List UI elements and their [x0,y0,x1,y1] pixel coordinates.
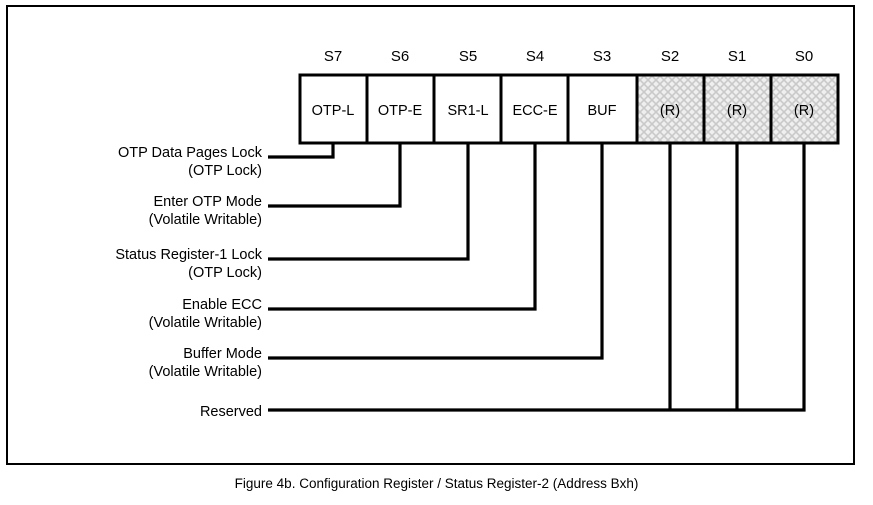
description-s4-line2: (Volatile Writable) [149,315,262,331]
register-cell-group [298,73,840,145]
cell-text-s0: (R) [794,103,814,119]
bit-label-s3: S3 [593,48,611,65]
cell-text-s3: BUF [588,103,617,119]
description-s3-line1: Buffer Mode [183,346,262,362]
leader-line-s5 [268,143,470,261]
bit-label-group: S7 S6 S5 S4 S3 S2 S1 S0 [324,48,813,65]
description-s6-line1: Enter OTP Mode [153,194,262,210]
leader-line-s0 [268,143,806,412]
description-reserved-line1: Reserved [200,404,262,420]
register-cell-text-group: OTP-L OTP-E SR1-L ECC-E BUF (R) (R) (R) [312,103,814,119]
cell-text-s7: OTP-L [312,103,355,119]
bit-label-s5: S5 [459,48,477,65]
register-diagram: S7 S6 S5 S4 S3 S2 S1 S0 OTP-L OTP-E SR1-… [115,48,840,420]
description-s6-line2: (Volatile Writable) [149,212,262,228]
leader-line-s3 [268,143,604,360]
bit-label-s1: S1 [728,48,746,65]
register-cell-s1[interactable] [702,73,773,145]
bit-label-s2: S2 [661,48,679,65]
description-s5-line1: Status Register-1 Lock [115,247,262,263]
bit-label-s0: S0 [795,48,813,65]
register-cell-s3[interactable] [566,73,639,145]
cell-text-s5: SR1-L [447,103,488,119]
bit-label-s4: S4 [526,48,544,65]
description-s7-line1: OTP Data Pages Lock [118,145,263,161]
description-group: OTP Data Pages Lock (OTP Lock) Enter OTP… [115,145,262,420]
leader-line-group [268,143,806,412]
bit-label-s6: S6 [391,48,409,65]
cell-text-s1: (R) [727,103,747,119]
description-s3-line2: (Volatile Writable) [149,364,262,380]
description-s7-line2: (OTP Lock) [188,163,262,179]
leader-line-s7 [268,143,335,159]
description-s4-line1: Enable ECC [182,297,262,313]
leader-line-s6 [268,143,402,208]
cell-text-s2: (R) [660,103,680,119]
bit-label-s7: S7 [324,48,342,65]
leader-line-s4 [268,143,537,311]
cell-text-s4: ECC-E [512,103,557,119]
description-s5-line2: (OTP Lock) [188,265,262,281]
figure-caption: Figure 4b. Configuration Register / Stat… [234,476,639,491]
cell-text-s6: OTP-E [378,103,423,119]
